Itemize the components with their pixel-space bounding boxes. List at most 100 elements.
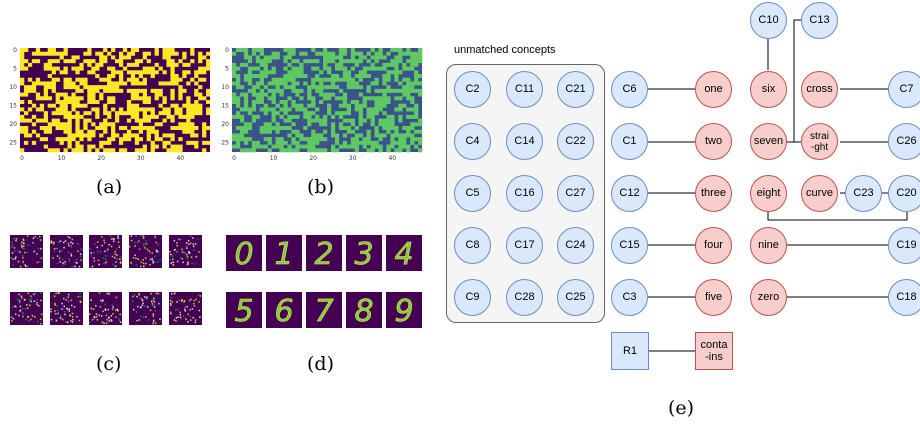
heatmap-cell xyxy=(198,96,203,101)
noise-pixel xyxy=(105,322,108,324)
heatmap-cell xyxy=(71,107,76,112)
noise-pixel xyxy=(61,308,63,310)
heatmap-cell xyxy=(295,129,300,134)
noise-pixel xyxy=(115,316,117,318)
heatmap-cell xyxy=(271,111,276,116)
heatmap-cell xyxy=(194,81,199,86)
digit-glyph: 1 xyxy=(274,237,293,272)
heatmap-cell xyxy=(255,85,261,90)
heatmap-cell xyxy=(394,107,399,112)
heatmap-cell xyxy=(111,107,116,112)
heatmap-cell xyxy=(311,148,316,153)
heatmap-cell xyxy=(271,100,276,105)
noise-pixel xyxy=(25,318,27,321)
heatmap-cell xyxy=(271,118,276,123)
heatmap-cell xyxy=(138,148,144,153)
heatmap-cell xyxy=(126,111,132,116)
heatmap-cell xyxy=(342,48,348,53)
noise-pixel xyxy=(176,308,179,311)
heatmap-cell xyxy=(342,77,348,82)
heatmap-cell xyxy=(358,118,363,123)
heatmap-cell xyxy=(166,140,171,145)
x-tick-label: 10 xyxy=(58,155,66,162)
heatmap-cell xyxy=(307,92,312,97)
heatmap-cell xyxy=(247,59,253,64)
heatmap-cell xyxy=(370,144,375,149)
heatmap-cell xyxy=(350,122,356,127)
heatmap-cell xyxy=(122,81,128,86)
noise-pixel xyxy=(114,265,117,268)
heatmap-cell xyxy=(51,59,56,64)
heatmap-cell xyxy=(150,140,155,145)
noise-pixel xyxy=(144,296,146,298)
heatmap-cell xyxy=(232,114,237,119)
heatmap-cell xyxy=(386,85,391,90)
heatmap-cell xyxy=(20,48,25,53)
noise-pixel xyxy=(70,299,73,302)
noise-pixel xyxy=(139,306,142,309)
heatmap-cell xyxy=(287,62,292,67)
noise-pixel xyxy=(112,312,114,315)
noise-pixel xyxy=(63,246,65,249)
heatmap-cell xyxy=(75,100,80,105)
heatmap-cell xyxy=(414,55,419,60)
heatmap-cell xyxy=(138,70,144,75)
heatmap-cell xyxy=(154,114,159,119)
heatmap-cell xyxy=(63,122,68,127)
heatmap-cell xyxy=(319,100,324,105)
noise-pixel xyxy=(135,263,138,266)
heatmap-cell xyxy=(362,118,367,123)
noise-pixel xyxy=(142,302,144,305)
noise-pixel xyxy=(172,258,174,261)
noise-pixel xyxy=(65,321,67,323)
heatmap-cell xyxy=(43,96,49,101)
heatmap-cell xyxy=(154,133,159,138)
noise-pixel xyxy=(145,316,147,318)
heatmap-cell xyxy=(374,107,379,112)
heatmap-cell xyxy=(142,92,147,97)
heatmap-cell xyxy=(194,140,199,145)
heatmap-cell xyxy=(235,103,241,108)
noise-pixel xyxy=(186,306,188,308)
heatmap-cell xyxy=(63,126,68,131)
heatmap-cell xyxy=(382,81,387,86)
heatmap-cell xyxy=(338,122,344,127)
noise-pixel xyxy=(67,300,70,303)
noise-pixel xyxy=(154,255,156,258)
heatmap-cell xyxy=(410,137,415,142)
heatmap-cell xyxy=(354,107,359,112)
heatmap-cell xyxy=(374,126,379,131)
noise-pixel xyxy=(34,235,36,238)
heatmap-cell xyxy=(91,70,96,75)
noise-pixel xyxy=(15,238,18,240)
noise-pixel xyxy=(152,315,155,317)
noise-pixel xyxy=(14,250,16,252)
heatmap-cell xyxy=(43,111,49,116)
noise-pixel xyxy=(24,251,26,254)
heatmap-cell xyxy=(63,77,68,82)
heatmap-cell xyxy=(55,126,60,131)
noise-pixel xyxy=(59,317,62,319)
heatmap-cell xyxy=(319,81,324,86)
heatmap-cell xyxy=(178,88,183,93)
heatmap-cell xyxy=(47,74,52,79)
heatmap-cell xyxy=(291,140,296,145)
heatmap-cell xyxy=(243,62,249,67)
heatmap-cell xyxy=(267,107,272,112)
heatmap-cell xyxy=(350,51,356,56)
heatmap-cell xyxy=(319,137,324,142)
heatmap-cell xyxy=(20,59,25,64)
heatmap-cell xyxy=(107,148,112,153)
heatmap-cell xyxy=(51,48,56,53)
noise-pixel xyxy=(15,306,17,308)
heatmap-cell xyxy=(170,48,175,53)
heatmap-cell xyxy=(243,140,249,145)
heatmap-cell xyxy=(71,55,76,60)
noise-pixel xyxy=(74,261,76,263)
heatmap-cell xyxy=(255,66,261,71)
y-tick-label: 5 xyxy=(225,65,229,72)
heatmap-cell xyxy=(386,62,391,67)
noise-pixel xyxy=(103,262,105,265)
node-digit: two xyxy=(695,123,732,160)
heatmap-cell xyxy=(103,77,108,82)
